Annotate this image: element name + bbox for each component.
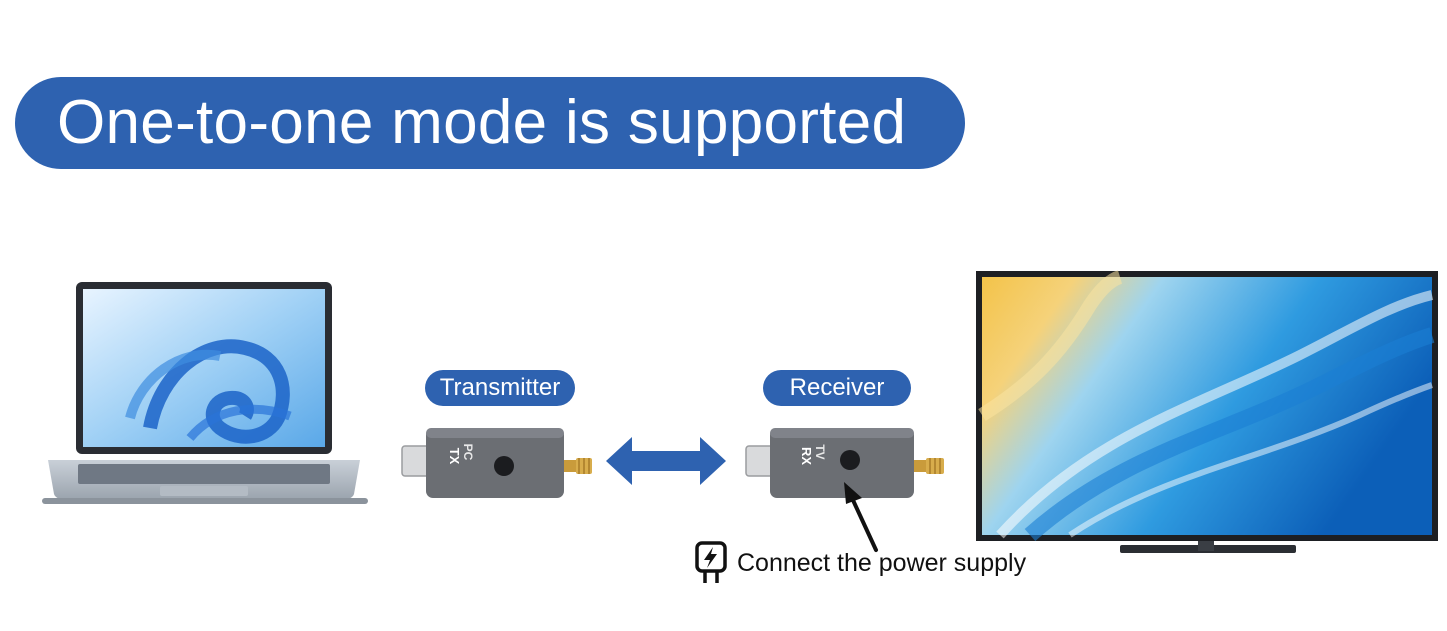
page-title: One-to-one mode is supported [57, 88, 907, 157]
laptop-image [42, 282, 368, 504]
power-note-text: Connect the power supply [737, 548, 1027, 577]
transmitter-label: Transmitter [425, 370, 575, 406]
transmitter-device-image: PC TX [401, 428, 592, 498]
receiver-device-text-top: TV [813, 444, 827, 459]
transmitter-device-text-top: PC [461, 444, 475, 461]
pointer-arrow-icon [844, 482, 878, 552]
double-arrow-icon [606, 437, 726, 485]
tv-image [976, 270, 1438, 553]
receiver-device-image: TV RX [745, 428, 944, 498]
receiver-device-text-bottom: RX [799, 447, 814, 465]
transmitter-device-text-bottom: TX [447, 448, 462, 465]
title-banner: One-to-one mode is supported [15, 77, 965, 169]
receiver-label: Receiver [763, 370, 911, 406]
power-plug-icon [695, 541, 727, 583]
power-note: Connect the power supply [695, 540, 1026, 586]
